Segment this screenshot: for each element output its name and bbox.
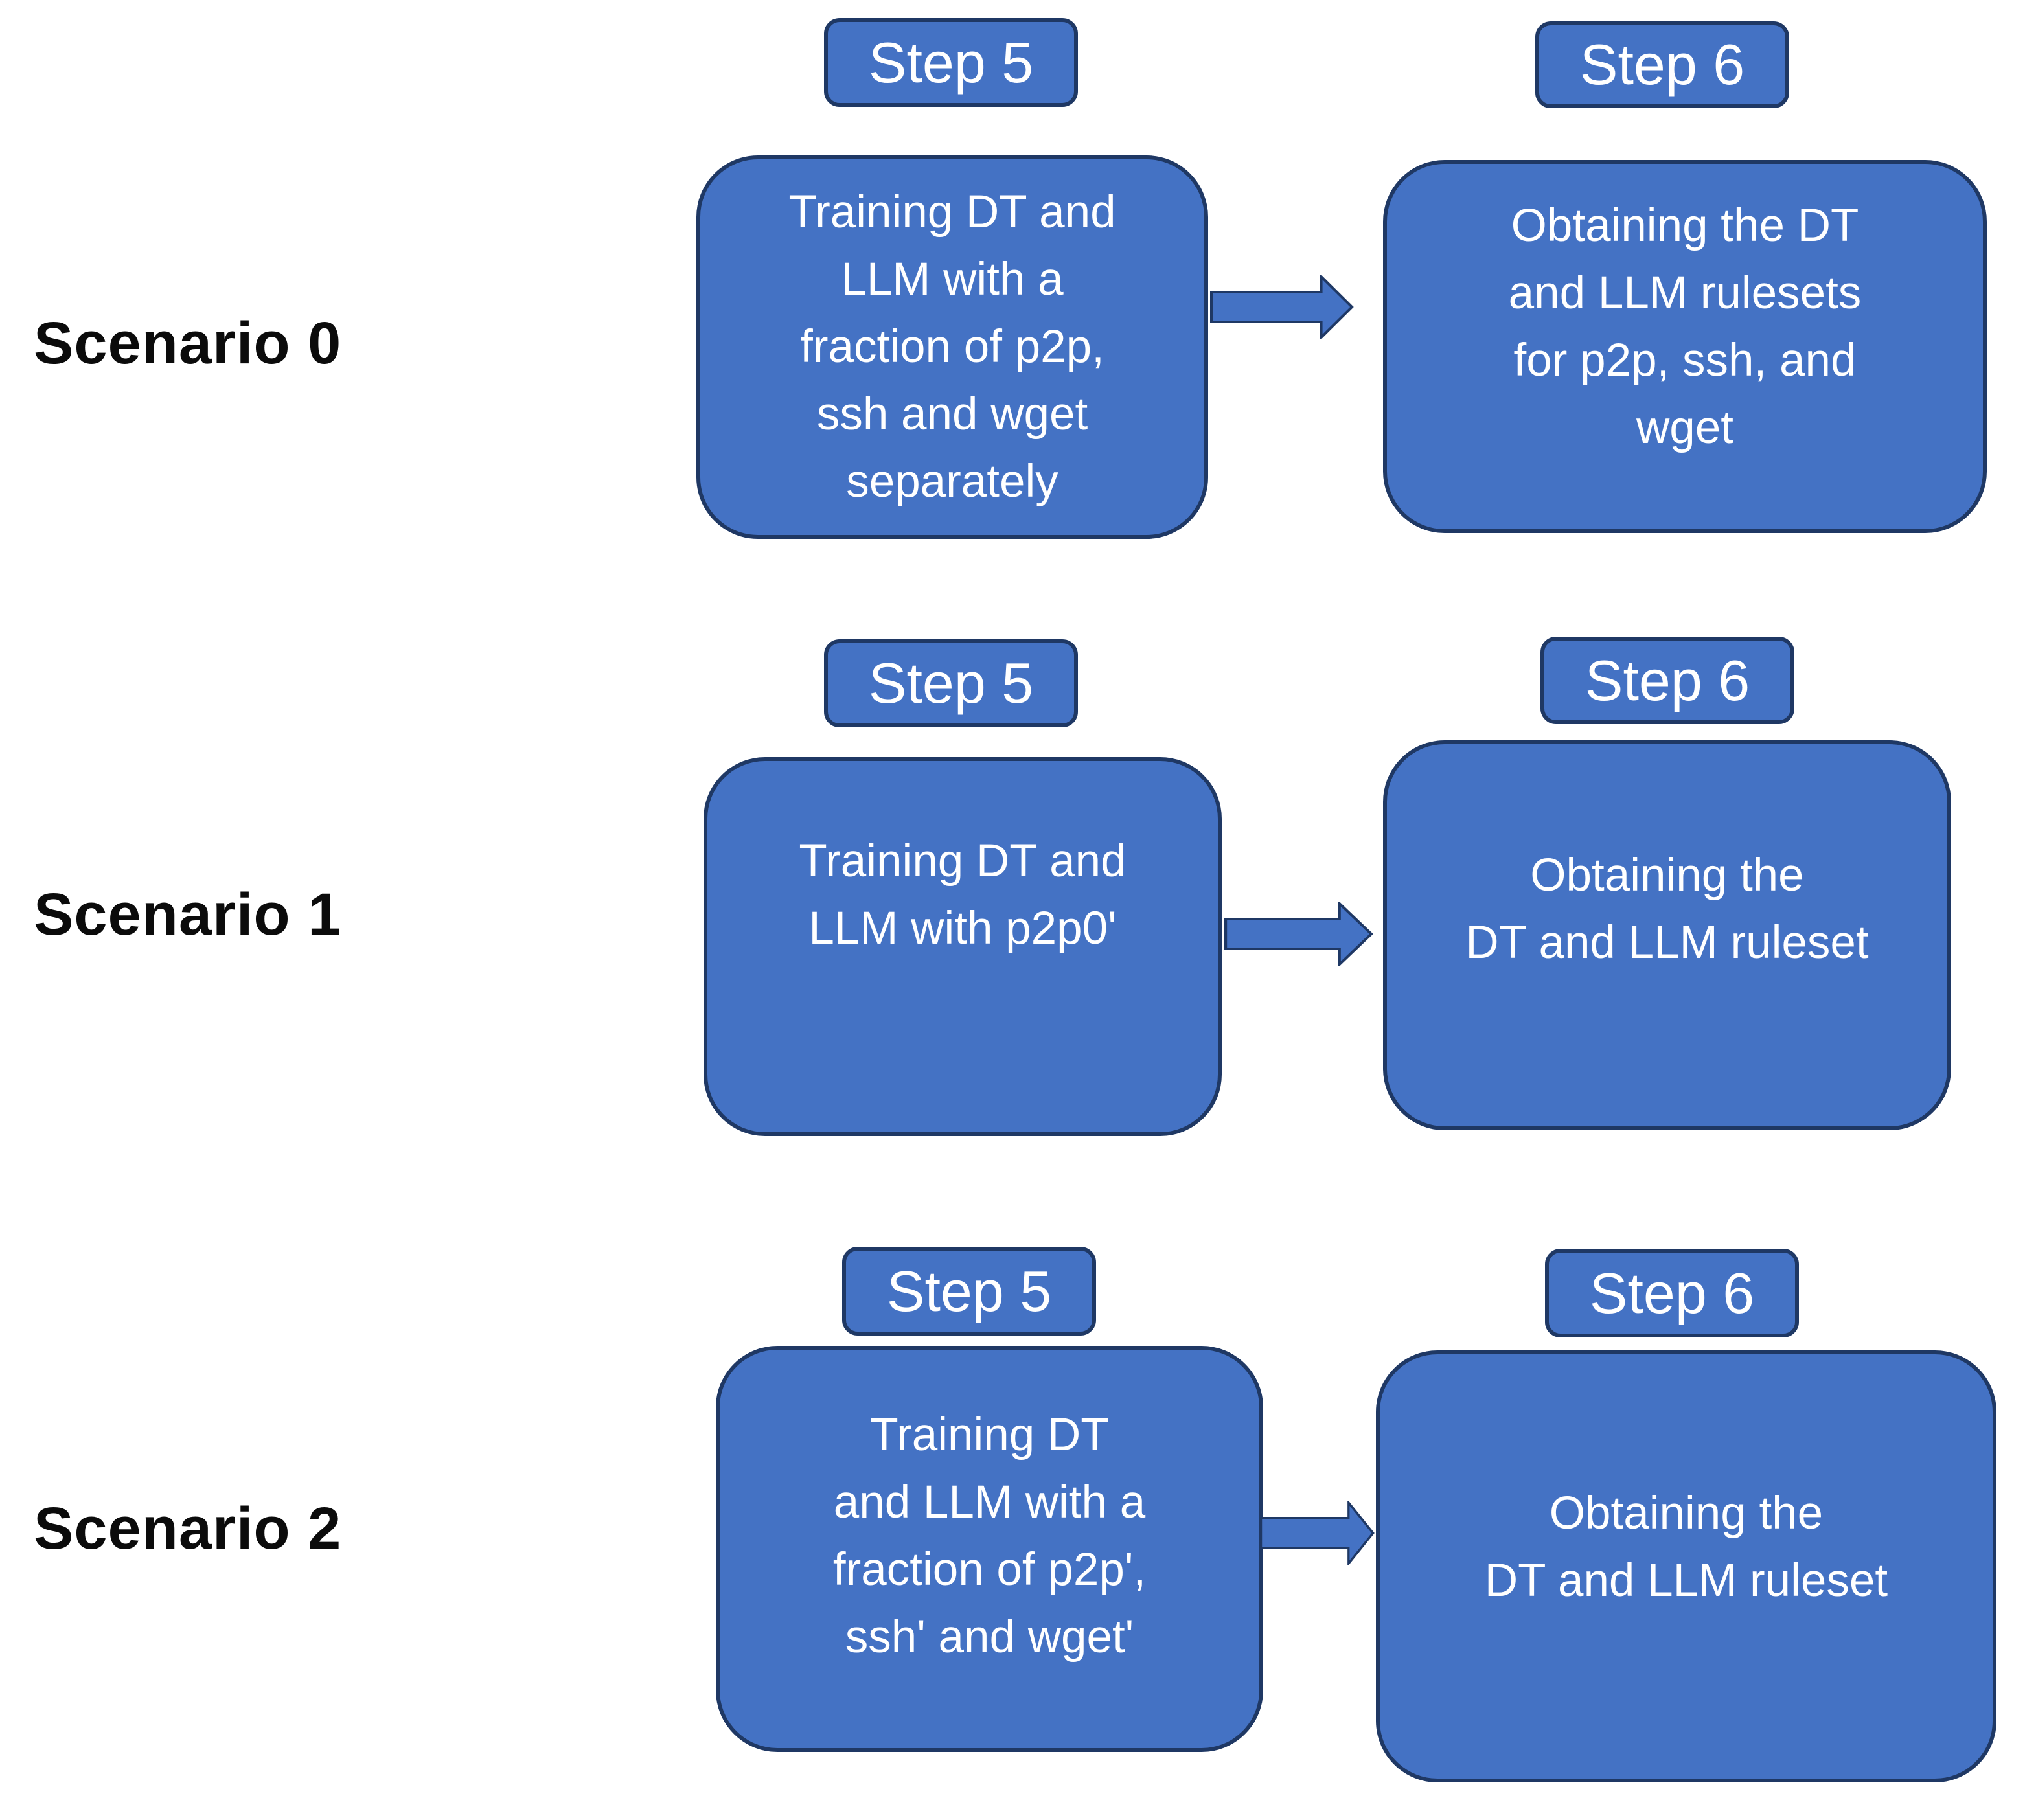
scenario-0-step5-tag: Step 5 xyxy=(824,18,1078,107)
scenario-2-step6-box: Obtaining the DT and LLM ruleset xyxy=(1376,1350,1996,1782)
right-arrow-icon xyxy=(1260,1501,1375,1565)
scenario-0-label: Scenario 0 xyxy=(34,310,342,376)
scenario-0-step6-tag: Step 6 xyxy=(1535,21,1789,108)
scenario-1-step5-box: Training DT and LLM with p2p0' xyxy=(704,757,1222,1136)
right-arrow-icon xyxy=(1210,275,1354,339)
scenario-2-step5-box: Training DT and LLM with a fraction of p… xyxy=(716,1346,1263,1752)
scenario-1-step5-tag: Step 5 xyxy=(824,639,1078,727)
scenario-2-flow-arrow xyxy=(1260,1501,1375,1565)
scenario-2-step6-tag: Step 6 xyxy=(1545,1249,1799,1337)
scenario-1-step6-tag: Step 6 xyxy=(1540,637,1794,724)
scenario-0-step5-box: Training DT and LLM with a fraction of p… xyxy=(696,155,1208,539)
scenario-1-label: Scenario 1 xyxy=(34,882,342,948)
scenario-1-flow-arrow xyxy=(1224,902,1373,966)
scenario-1-step6-box: Obtaining the DT and LLM ruleset xyxy=(1383,740,1951,1130)
right-arrow-icon xyxy=(1224,902,1373,966)
scenario-2-label: Scenario 2 xyxy=(34,1496,342,1562)
scenario-0-flow-arrow xyxy=(1210,275,1354,339)
scenario-2-step5-tag: Step 5 xyxy=(842,1247,1096,1336)
scenario-0-step6-box: Obtaining the DT and LLM rulesets for p2… xyxy=(1383,160,1987,533)
